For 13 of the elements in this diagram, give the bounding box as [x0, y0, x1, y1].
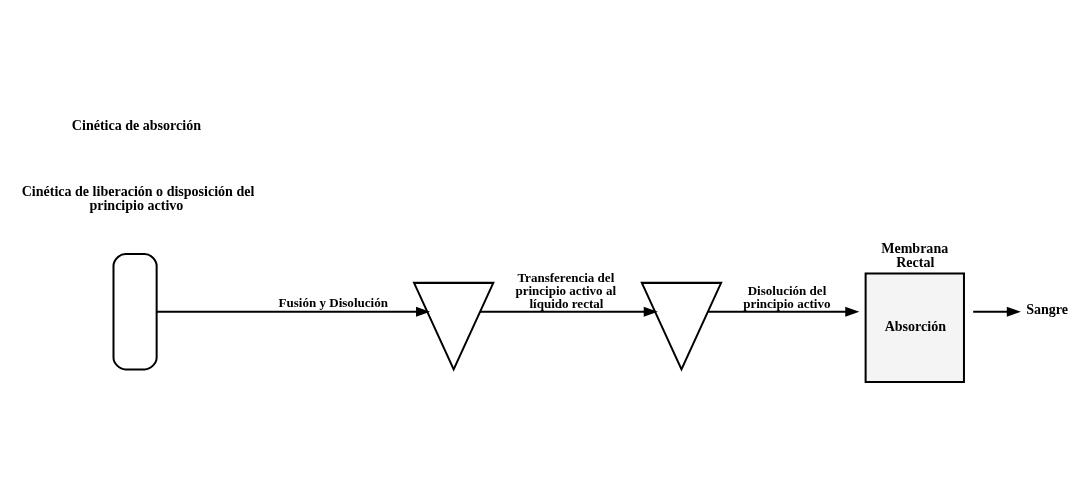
node-triangle: [412, 281, 495, 372]
edge-label: Transferencia del principio activo al líquido rectal: [515, 269, 617, 311]
edge-label: Fusión y Disolución: [278, 294, 388, 310]
arrow: [708, 306, 860, 317]
label: Cinética de liberación o disposición del principio activo: [21, 182, 255, 213]
node-box: [112, 252, 158, 370]
edge-label: Disolución del principio activo: [743, 282, 831, 311]
node-label: Membrana Rectal: [881, 239, 949, 270]
arrow: [480, 306, 658, 317]
node-text: Sangre: [1026, 300, 1069, 317]
arrow: [973, 306, 1021, 317]
arrow: [156, 306, 431, 317]
label: Cinética de absorción: [71, 116, 201, 133]
